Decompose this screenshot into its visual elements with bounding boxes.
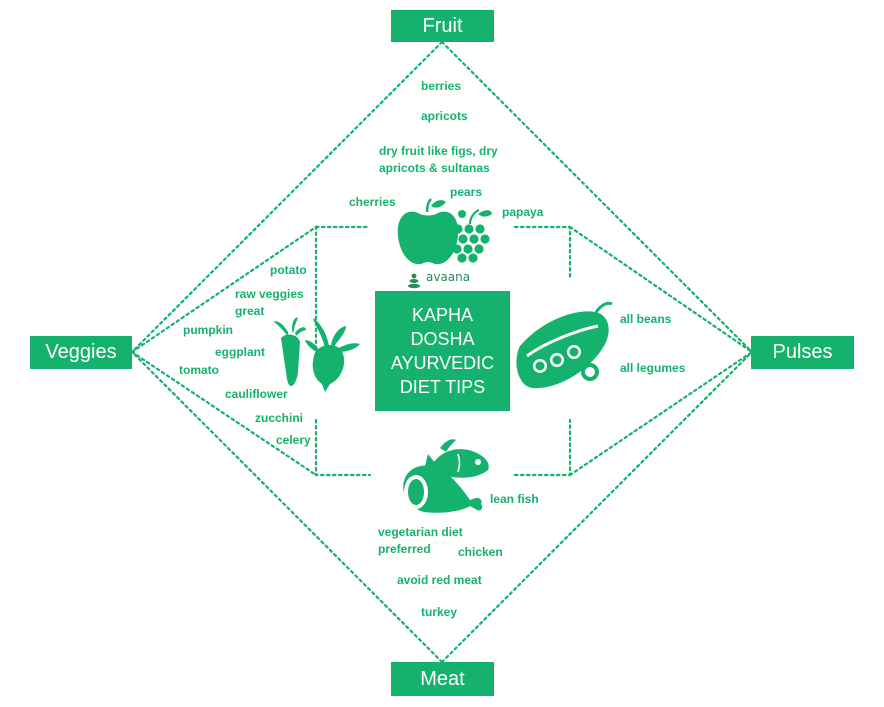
veggie-item-zucchini: zucchini <box>255 411 304 425</box>
title-line-2: DOSHA <box>410 329 475 349</box>
veggie-item-pumpkin: pumpkin <box>183 323 233 337</box>
carrot-icon <box>274 317 306 386</box>
pulse-item-all-legumes: all legumes <box>620 361 686 375</box>
fruit-item-apricots: apricots <box>421 109 468 123</box>
bracket-bottom-left-diag <box>130 350 318 477</box>
grapes-icon <box>452 208 492 263</box>
meat-item-turkey: turkey <box>421 605 458 619</box>
fruit-item-berries: berries <box>421 79 462 93</box>
meat-item-avoid-red-meat: avoid red meat <box>397 573 482 587</box>
category-fruit-label: Fruit <box>422 14 463 37</box>
meat-item-vegetarian-line2: preferred <box>378 542 431 556</box>
apple-icon <box>397 198 459 265</box>
category-fruit: Fruit <box>391 10 494 42</box>
peapod-icon <box>516 301 613 389</box>
beet-icon <box>305 318 360 392</box>
category-pulses: Pulses <box>751 336 854 369</box>
bracket-top-right-diag <box>568 225 754 354</box>
title-line-4: DIET TIPS <box>399 377 486 397</box>
veggie-item-potato: potato <box>270 263 307 277</box>
bracket-top-right <box>513 225 572 282</box>
veggie-item-eggplant: eggplant <box>215 345 265 359</box>
fruit-item-pears: pears <box>450 185 483 199</box>
meat-item-vegetarian-line1: vegetarian diet <box>378 525 463 539</box>
edge-meat-pulses <box>440 350 754 664</box>
pulse-item-all-beans: all beans <box>620 312 672 326</box>
veggie-item-celery: celery <box>276 433 311 447</box>
avaana-logo-icon <box>408 273 420 289</box>
edge-fruit-pulses <box>440 40 754 354</box>
bracket-bottom-left <box>314 418 372 477</box>
ham-icon <box>403 465 483 513</box>
veggie-item-great: great <box>235 304 265 318</box>
title-line-3: AYURVEDIC <box>390 353 495 373</box>
bracket-bottom-right <box>513 418 572 477</box>
brand-name: avaana <box>426 270 471 284</box>
veggie-item-cauliflower: cauliflower <box>225 387 288 401</box>
fruit-item-dry-fruit-line1: dry fruit like figs, dry <box>379 144 498 158</box>
category-veggies: Veggies <box>30 336 132 369</box>
veggie-item-raw-veggies: raw veggies <box>235 287 304 301</box>
fruit-item-cherries: cherries <box>349 195 396 209</box>
fruit-item-dry-fruit-line2: apricots & sultanas <box>379 161 490 175</box>
title-line-1: KAPHA <box>411 305 474 325</box>
center-title-box: KAPHA DOSHA AYURVEDIC DIET TIPS <box>375 291 510 411</box>
brand: avaana <box>410 270 470 284</box>
edge-fruit-veggies <box>130 40 444 354</box>
meat-item-chicken: chicken <box>458 545 503 559</box>
category-pulses-label: Pulses <box>772 341 833 363</box>
bracket-bottom-right-diag <box>568 350 754 477</box>
veggie-item-tomato: tomato <box>179 363 219 377</box>
edge-meat-veggies <box>130 350 444 664</box>
meat-item-lean-fish: lean fish <box>490 492 539 506</box>
category-meat: Meat <box>391 662 494 696</box>
category-meat-label: Meat <box>420 667 465 690</box>
fruit-item-papaya: papaya <box>502 205 544 219</box>
category-veggies-label: Veggies <box>45 341 117 363</box>
